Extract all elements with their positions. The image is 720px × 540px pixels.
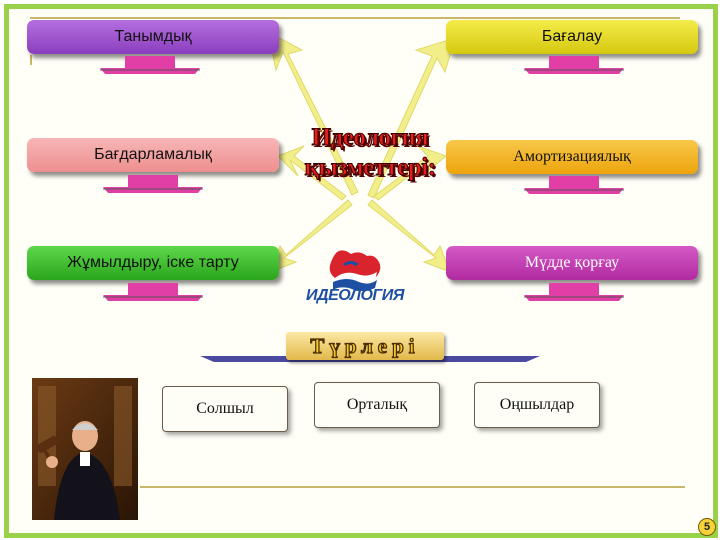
tray-right-1 — [524, 56, 624, 74]
party-logo-text: ИДЕОЛОГИЯ — [306, 287, 404, 304]
function-box-programmatic: Бағдарламалық — [27, 138, 279, 172]
tray-left-1 — [100, 56, 200, 74]
tray-right-3 — [524, 283, 624, 301]
function-label: Танымдық — [114, 28, 192, 45]
bottom-rule — [140, 486, 685, 488]
functions-title-line1: Идеология — [311, 124, 429, 151]
function-box-evaluative: Бағалау — [446, 20, 698, 54]
top-rule — [30, 17, 680, 19]
function-label: Амортизациялық — [513, 148, 631, 165]
type-box-right: Оңшылдар — [474, 382, 600, 428]
tray-left-3 — [103, 283, 203, 301]
function-box-cognitive: Танымдық — [27, 20, 279, 54]
arrow-icon — [267, 31, 456, 273]
type-box-left: Солшыл — [162, 386, 288, 432]
function-box-interest: Мүдде қорғау — [446, 246, 698, 280]
type-box-center: Орталық — [314, 382, 440, 428]
function-label: Бағдарламалық — [94, 146, 212, 163]
judge-photo — [32, 378, 138, 520]
function-label: Бағалау — [541, 28, 603, 45]
party-logo-icon — [329, 250, 381, 291]
tray-left-2 — [103, 175, 203, 193]
function-box-mobilizing: Жұмылдыру, іске тарту — [27, 246, 279, 280]
function-box-amortization: Амортизациялық — [446, 140, 698, 174]
functions-title-line2: қызметтері: — [304, 154, 437, 181]
types-title: Түрлері — [286, 332, 444, 360]
function-label: Жұмылдыру, іске тарту — [67, 254, 239, 271]
top-rule-tick — [30, 55, 32, 65]
page-number-badge: 5 — [698, 518, 716, 536]
function-label: Мүдде қорғау — [524, 254, 620, 271]
tray-right-2 — [524, 176, 624, 194]
